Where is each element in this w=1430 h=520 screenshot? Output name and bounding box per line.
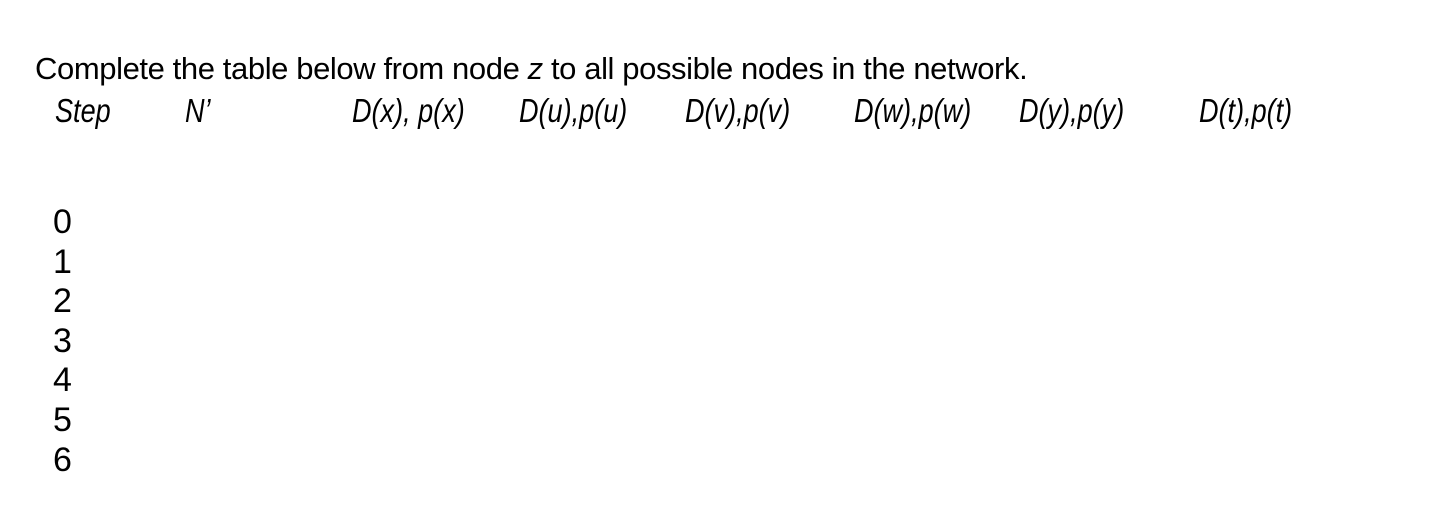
column-header-dy-py: D(y),p(y) xyxy=(1019,92,1125,129)
column-header-n-prime: N’ xyxy=(185,92,211,129)
step-row-label-4: 4 xyxy=(53,361,72,400)
column-header-dt-pt: D(t),p(t) xyxy=(1199,92,1293,129)
step-row-label-6: 6 xyxy=(53,440,72,479)
step-row-label-5: 5 xyxy=(53,400,72,439)
step-row-label-3: 3 xyxy=(53,321,72,360)
column-header-dw-pw: D(w),p(w) xyxy=(854,92,972,129)
column-header-du-pu: D(u),p(u) xyxy=(519,92,628,129)
column-header-dv-pv: D(v),p(v) xyxy=(685,92,791,129)
empty-table-body xyxy=(150,200,1410,490)
column-header-dx-px: D(x), p(x) xyxy=(352,92,465,129)
instruction-text: Complete the table below from node z to … xyxy=(35,51,1028,87)
table-header-row: Step N’ D(x), p(x) D(u),p(u) D(v),p(v) D… xyxy=(0,94,1430,138)
node-z-emphasis: z xyxy=(527,51,544,86)
column-header-step: Step xyxy=(55,92,111,129)
instruction-suffix: to all possible nodes in the network. xyxy=(542,51,1028,86)
step-row-label-1: 1 xyxy=(53,242,72,281)
step-row-label-0: 0 xyxy=(53,203,72,241)
step-row-label-2: 2 xyxy=(53,282,72,321)
step-column: 0 1 2 3 4 5 6 xyxy=(53,203,72,480)
instruction-prefix: Complete the table below from node xyxy=(35,51,528,86)
